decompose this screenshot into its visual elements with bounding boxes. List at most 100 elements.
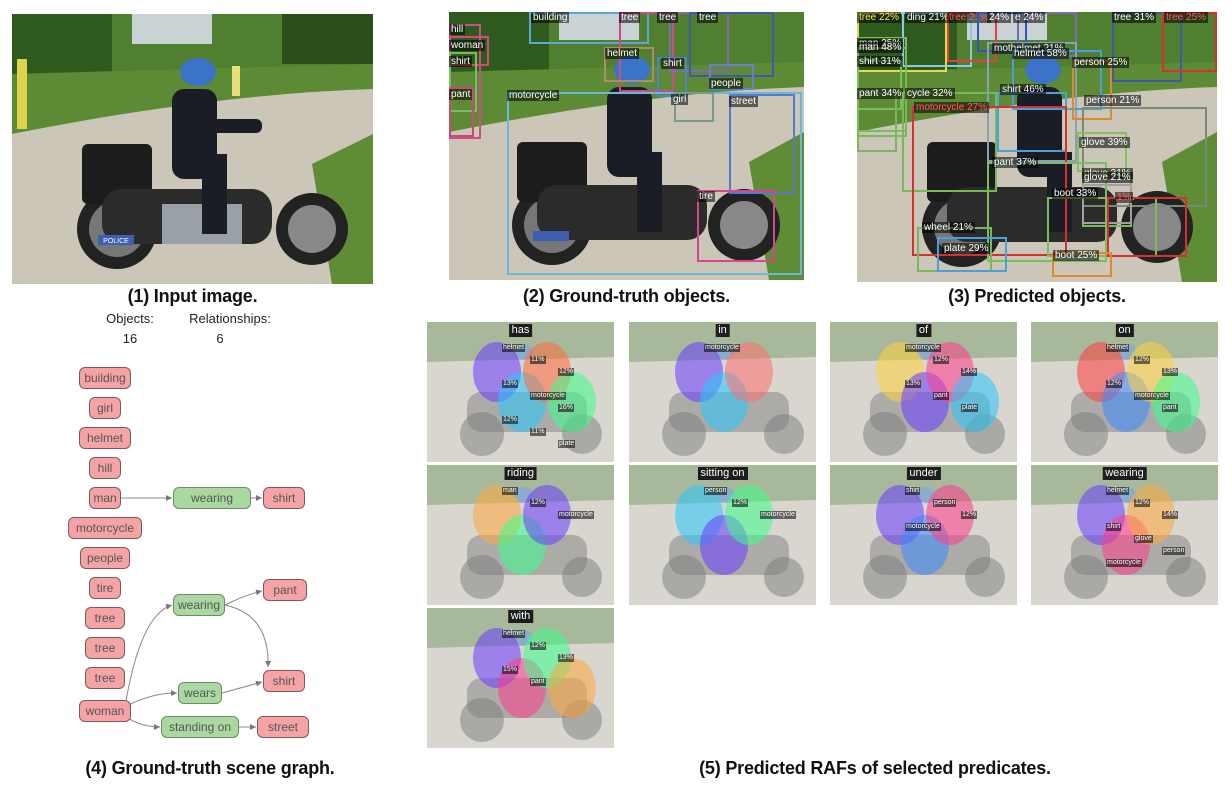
edge-woman-wearing: [124, 603, 173, 708]
bounding-box-label: ding 21%: [905, 12, 951, 23]
scene-graph-node-tree: tree: [85, 637, 125, 659]
police-badge-text: POLICE: [103, 238, 129, 245]
raf-mini-label: motorcycle: [905, 344, 941, 352]
bounding-box: [729, 94, 795, 194]
raf-heatmap: [1031, 465, 1218, 605]
raf-mini-label: motorcycle: [1106, 559, 1142, 567]
edge-wearing-pant: [224, 589, 263, 606]
bounding-box-label: helmet: [605, 48, 640, 59]
raf-mini-label: 14%: [961, 368, 978, 376]
scene-graph-node-hill: hill: [89, 457, 121, 479]
raf-mini-label: motorcycle: [530, 392, 566, 400]
raf-predicate-label: sitting on: [697, 467, 748, 480]
bounding-box-label: street: [729, 96, 759, 107]
objects-label: Objects:: [106, 311, 154, 326]
raf-mini-label: 12%: [1134, 499, 1151, 507]
bounding-box-label: person 21%: [1084, 95, 1142, 106]
bounding-box-label: boot 33%: [1052, 188, 1099, 199]
raf-predicate-label: has: [508, 324, 533, 337]
raf-heatmap: [427, 465, 614, 605]
scene-graph-node-shirt: shirt: [263, 487, 305, 509]
bounding-box-label: 1%: [1115, 192, 1134, 203]
raf-predicate-label: in: [715, 324, 730, 337]
bounding-box-label: motorcycle: [507, 90, 560, 101]
bounding-box-label: pant 37%: [992, 157, 1039, 168]
scene-graph-relation-standing-on: standing on: [161, 716, 239, 738]
raf-mini-label: man: [502, 487, 518, 495]
scene-graph-relation-wearing: wearing: [173, 487, 251, 509]
bounding-box-label: shirt: [449, 56, 472, 67]
bounding-box: [507, 92, 802, 275]
bounding-box-label: building: [531, 12, 570, 23]
bounding-box: [1107, 197, 1187, 257]
bounding-box-label: shirt 46%: [1000, 84, 1046, 95]
edge-wears-shirt: [221, 680, 263, 694]
raf-mini-label: 13%: [502, 380, 519, 388]
raf-mini-label: 14%: [1162, 511, 1179, 519]
scene-graph-node-building: building: [79, 367, 131, 389]
caption-scene-graph: (4) Ground-truth scene graph.: [85, 758, 335, 778]
raf-mini-label: motorcycle: [1134, 392, 1170, 400]
caption-rafs: (5) Predicted RAFs of selected predicate…: [699, 758, 1051, 778]
raf-mini-label: 11%: [530, 428, 546, 436]
scene-graph-node-tire: tire: [89, 577, 121, 599]
raf-mini-label: motorcycle: [704, 344, 740, 352]
bounding-box-label: motorcycle 27%: [914, 102, 990, 113]
bounding-box-label: 24%: [987, 12, 1012, 23]
input-image: POLICE: [12, 14, 373, 284]
raf-mini-label: 15%: [502, 666, 519, 674]
bounding-box: [529, 12, 649, 44]
raf-heatmap: [830, 465, 1017, 605]
bounding-box-label: glove 39%: [1079, 137, 1130, 148]
input-photo-illustration: POLICE: [12, 14, 373, 284]
raf-mini-label: 12%: [732, 499, 749, 507]
raf-mini-label: 12%: [558, 368, 575, 376]
bounding-box-label: people: [709, 78, 744, 89]
bounding-box-label: tree 21%: [947, 12, 992, 23]
raf-mini-label: motorcycle: [760, 511, 796, 519]
raf-mini-label: shirt: [905, 487, 921, 495]
raf-mini-label: person: [1162, 547, 1186, 555]
bounding-box-label: tire: [697, 191, 715, 202]
edge-woman-wears: [124, 690, 178, 708]
raf-heatmap: [830, 322, 1017, 462]
gt-photo-illustration: [449, 12, 804, 280]
raf-mini-label: helmet: [1106, 344, 1130, 352]
raf-mini-label: pant: [1162, 404, 1178, 412]
bounding-box: [689, 12, 774, 77]
scene-graph-node-street: street: [257, 716, 309, 738]
raf-predicate-label: under: [906, 467, 941, 480]
scene-graph-node-tree: tree: [85, 607, 125, 629]
bounding-box-label: shirt: [661, 58, 684, 69]
raf-predicate-label: on: [1115, 324, 1134, 337]
raf-mini-label: 12%: [502, 416, 519, 424]
bounding-box-label: tree: [619, 12, 641, 23]
raf-heatmap: [629, 322, 816, 462]
raf-tile-in: in motorcycle: [629, 322, 816, 462]
raf-mini-label: helmet: [502, 630, 526, 638]
bounding-box-label: glove 21%: [1082, 172, 1133, 183]
bounding-box-label: plate 29%: [942, 243, 991, 254]
bounding-box: [987, 162, 1107, 262]
bounding-box: [912, 106, 1067, 256]
scene-graph-node-motorcycle: motorcycle: [68, 517, 142, 539]
raf-mini-label: 12%: [961, 511, 978, 519]
raf-mini-label: pant: [933, 392, 949, 400]
bounding-box-label: pant 34%: [857, 88, 904, 99]
raf-mini-label: 13%: [558, 654, 575, 662]
bounding-box: [674, 92, 714, 122]
raf-mini-label: 13%: [1162, 368, 1179, 376]
scene-graph-relation-wearing: wearing: [173, 594, 225, 616]
scene-graph-node-man: man: [89, 487, 121, 509]
bounding-box-label: hill: [449, 24, 466, 35]
bounding-box: [449, 52, 477, 112]
raf-heatmap: [1031, 322, 1218, 462]
caption-predicted-objects: (3) Predicted objects.: [948, 286, 1126, 306]
